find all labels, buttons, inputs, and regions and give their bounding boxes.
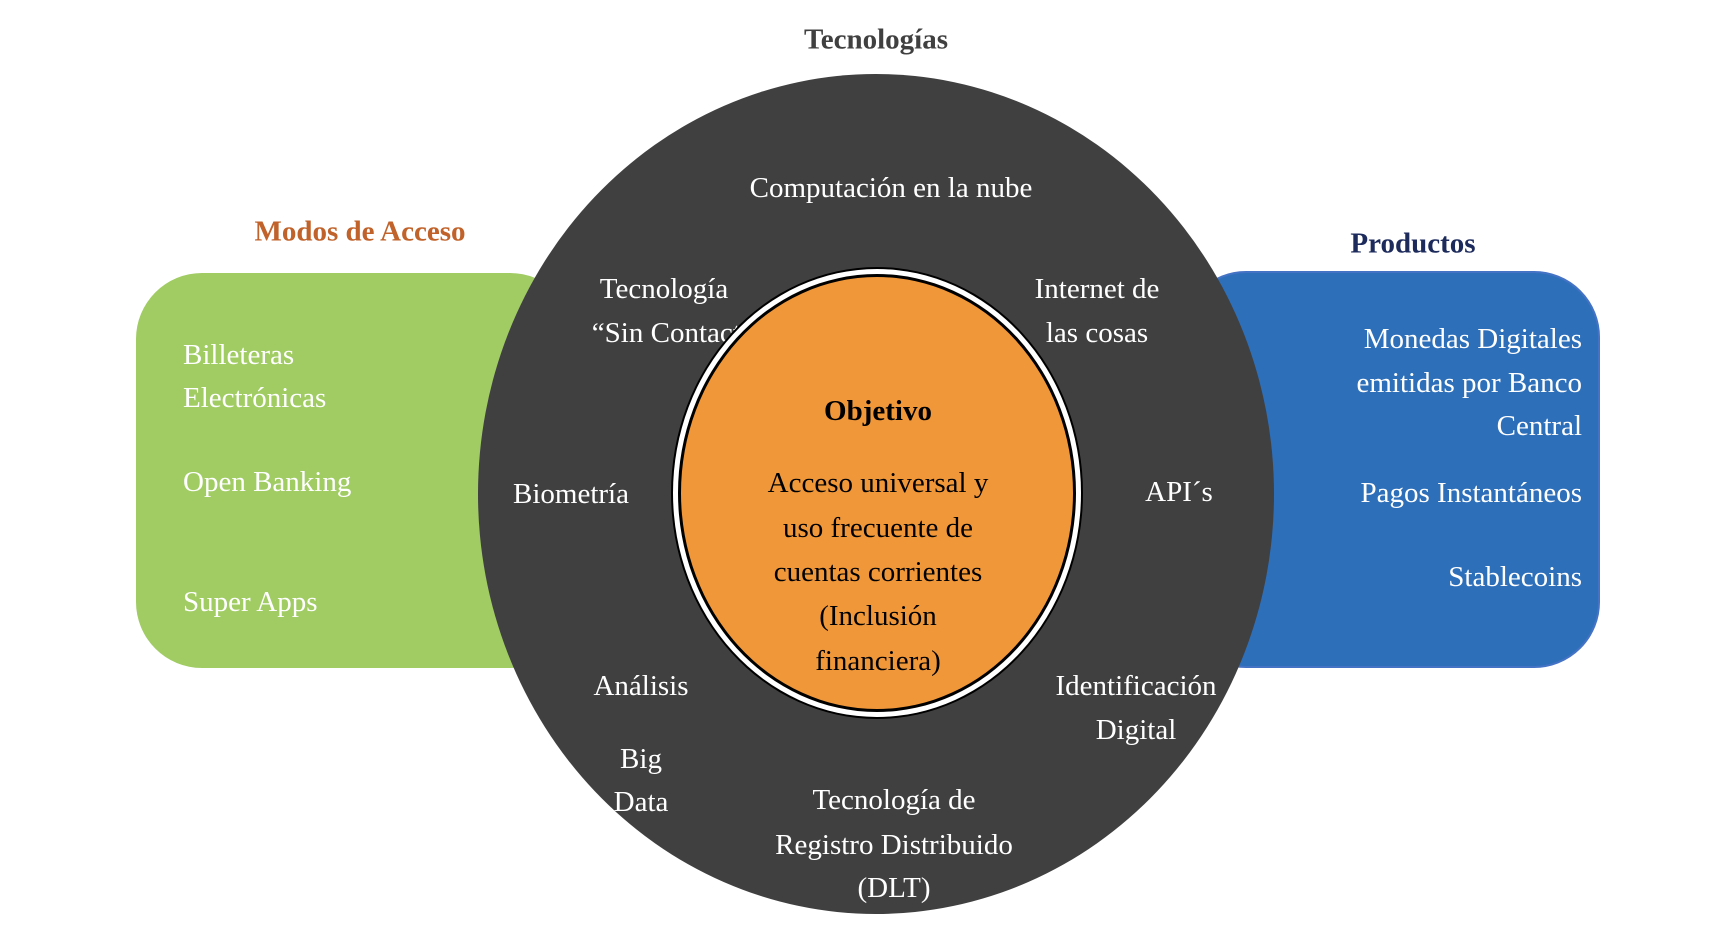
objective-line: Acceso universal y [767,467,989,499]
product-item: Monedas Digitales [1363,323,1582,355]
tech-iot: Internet de [1034,273,1160,305]
tech-digital-id: Identificación [1055,670,1217,702]
tech-apis: API´s [1145,476,1213,508]
technologies-heading: Tecnologías [804,23,948,56]
tech-dlt: Registro Distribuido [775,829,1013,861]
objective-title: Objetivo [824,395,932,427]
objective-line: financiera) [815,645,941,677]
objective-line: (Inclusión [819,600,937,632]
tech-iot: las cosas [1045,317,1149,349]
tech-big-data: Big [620,743,662,775]
product-item: Central [1496,410,1582,442]
tech-dlt: Tecnología de [812,784,976,816]
tech-analysis: Análisis [593,670,689,702]
access-mode-item: Open Banking [183,466,352,498]
access-mode-item: Billeteras [183,339,295,371]
access-mode-item: Electrónicas [183,382,327,414]
tech-digital-id: Digital [1095,714,1177,746]
tech-cloud: Computación en la nube [749,172,1033,204]
access-modes-heading: Modos de Acceso [254,215,466,248]
products-heading: Productos [1350,227,1476,260]
access-mode-item: Super Apps [183,586,318,618]
product-item: Stablecoins [1448,561,1582,593]
product-item: emitidas por Banco [1356,367,1582,399]
objective-circle [678,274,1076,712]
product-item: Pagos Instantáneos [1360,477,1583,509]
tech-contactless: Tecnología [599,273,729,305]
objective-line: uso frecuente de [782,512,974,544]
tech-biometrics: Biometría [513,478,629,510]
tech-dlt: (DLT) [857,872,931,904]
tech-big-data: Data [613,786,669,818]
objective-line: cuentas corrientes [773,556,983,588]
